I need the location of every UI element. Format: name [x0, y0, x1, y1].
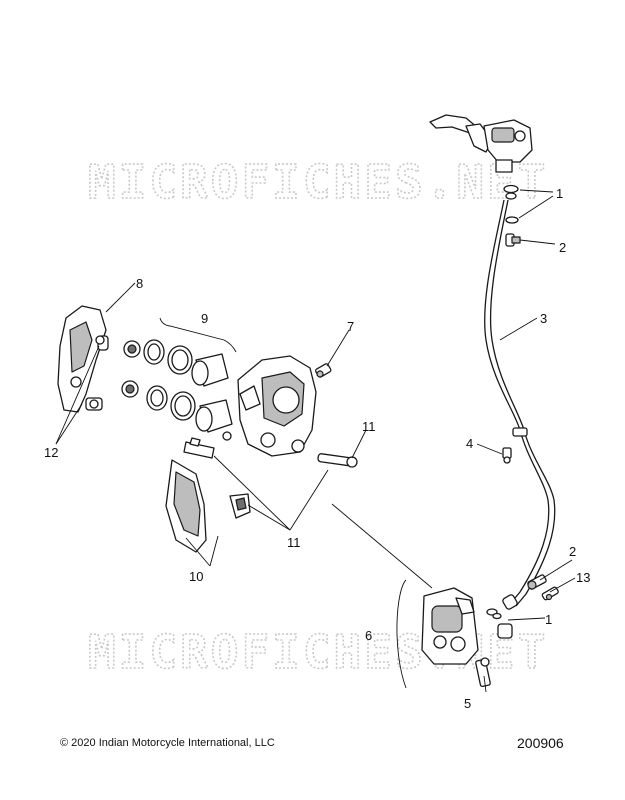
callout-7: 7: [347, 319, 354, 334]
banjo-bolt-bottom: [527, 574, 547, 590]
pad-retaining-pin: [317, 453, 358, 468]
pad-clip: [229, 493, 251, 519]
callout-10: 10: [189, 569, 203, 584]
callout-1-top: 1: [556, 186, 563, 201]
callout-3: 3: [540, 311, 547, 326]
callout-leaders: [55, 189, 576, 693]
hose-clamp-bolt: [502, 447, 512, 464]
banjo-bolt-top: [505, 233, 521, 247]
watermark-top: MICROFICHES.NET: [88, 155, 548, 209]
callout-9: 9: [201, 311, 208, 326]
callout-12: 12: [44, 445, 58, 460]
brake-hose: [484, 199, 556, 610]
caliper-bleeder: [315, 363, 332, 378]
callout-1-bottom: 1: [545, 612, 552, 627]
callout-labels: 1 2 3 4 5 6 7 8 9 10 11 11 12 13 2 1: [44, 186, 590, 711]
callout-2-bottom: 2: [569, 544, 576, 559]
pistons-and-seals: [121, 339, 233, 433]
caliper-bracket-brace: [396, 579, 407, 689]
caliper-body: [237, 355, 317, 457]
callout-11-top: 11: [362, 419, 376, 434]
bracket-pins: [89, 335, 105, 409]
caliper-mount-bolt: [475, 657, 491, 688]
banjo-washers-top: [503, 184, 519, 224]
bleed-screw: [541, 586, 559, 601]
brake-pads: [165, 459, 207, 553]
callout-13: 13: [576, 570, 590, 585]
assembly-leader: [331, 503, 433, 589]
caliper-assembly: [421, 587, 479, 665]
callout-5: 5: [464, 696, 471, 711]
banjo-washers-bottom: [486, 608, 513, 639]
callout-4: 4: [466, 436, 473, 451]
callout-8: 8: [136, 276, 143, 291]
pistons-bracket-brace: [159, 317, 237, 353]
callout-2-top: 2: [559, 240, 566, 255]
diagram-id: 200906: [517, 735, 564, 751]
callout-6: 6: [365, 628, 372, 643]
copyright-text: © 2020 Indian Motorcycle International, …: [60, 737, 275, 749]
master-cylinder: [429, 114, 533, 173]
caliper-bracket: [57, 305, 109, 413]
callout-11-bottom: 11: [287, 535, 301, 550]
pad-spring: [183, 431, 232, 459]
